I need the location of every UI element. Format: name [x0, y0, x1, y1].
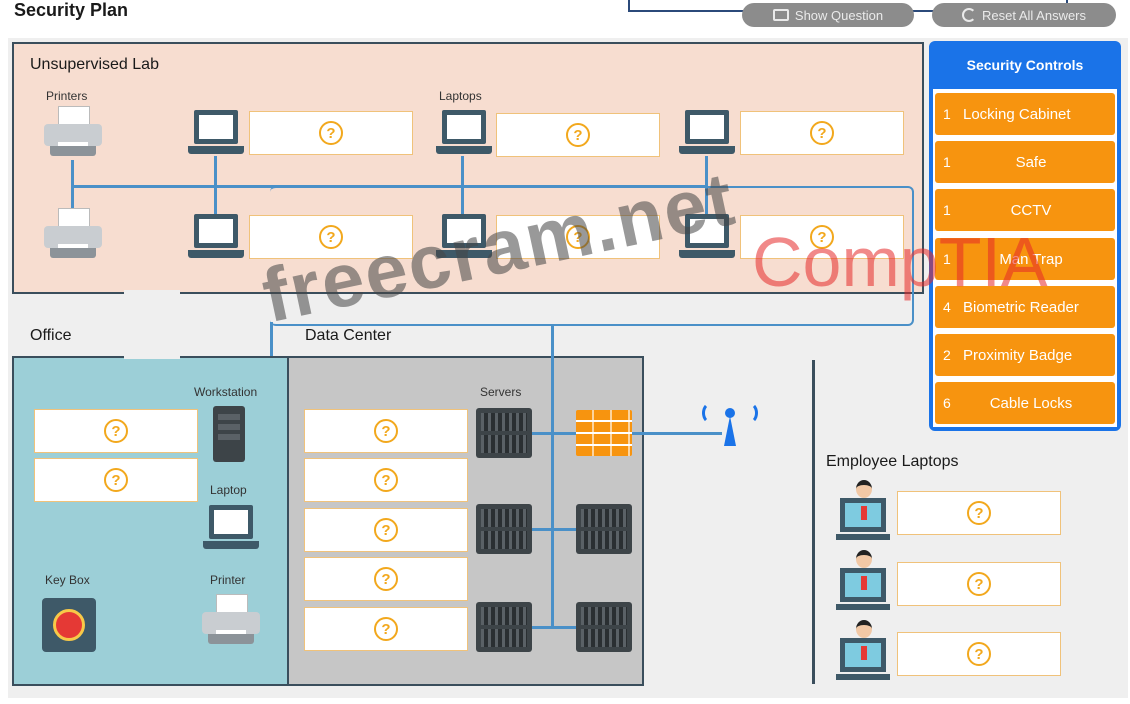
- key-box-label: Key Box: [45, 573, 90, 587]
- drop-slot-employee-3[interactable]: ?: [897, 632, 1061, 676]
- laptop-icon: [188, 110, 244, 158]
- drop-slot-office-2[interactable]: ?: [34, 458, 198, 502]
- doorway: [124, 290, 180, 296]
- drop-slot-employee-1[interactable]: ?: [897, 491, 1061, 535]
- printer-icon: [44, 208, 102, 262]
- employee-icon: [836, 550, 890, 614]
- printer-label: Printer: [210, 573, 246, 587]
- drop-slot-lab-laptop-4[interactable]: ?: [249, 215, 413, 259]
- server-icon: [576, 504, 632, 554]
- page-title: Security Plan: [14, 0, 129, 20]
- drop-slot-datacenter-2[interactable]: ?: [304, 458, 468, 502]
- employee-icon: [836, 480, 890, 544]
- printers-label: Printers: [46, 89, 88, 103]
- laptop-label: Laptop: [210, 483, 247, 497]
- drop-slot-lab-laptop-5[interactable]: ?: [496, 215, 660, 259]
- workstation-label: Workstation: [194, 385, 258, 399]
- reset-answers-button[interactable]: Reset All Answers: [932, 3, 1116, 27]
- firewall-icon: [576, 410, 632, 456]
- drop-slot-lab-laptop-3[interactable]: ?: [740, 111, 904, 155]
- doorway: [124, 353, 180, 359]
- server-icon: [476, 602, 532, 652]
- server-icon: [476, 504, 532, 554]
- drop-slot-datacenter-3[interactable]: ?: [304, 508, 468, 552]
- printer-icon: [202, 594, 260, 648]
- list-icon: [772, 9, 789, 21]
- laptop-icon: [436, 214, 492, 262]
- employee-icon: [836, 620, 890, 684]
- drop-slot-datacenter-1[interactable]: ?: [304, 409, 468, 453]
- laptops-label: Laptops: [439, 89, 482, 103]
- drop-slot-datacenter-5[interactable]: ?: [304, 607, 468, 651]
- room-label-lab: Unsupervised Lab: [30, 56, 159, 73]
- laptop-icon: [679, 110, 735, 158]
- drop-slot-lab-laptop-1[interactable]: ?: [249, 111, 413, 155]
- wall: [812, 360, 815, 684]
- drop-slot-office-1[interactable]: ?: [34, 409, 198, 453]
- printer-icon: [44, 106, 102, 160]
- drop-slot-employee-2[interactable]: ?: [897, 562, 1061, 606]
- laptop-icon: [436, 110, 492, 158]
- room-label-datacenter: Data Center: [305, 327, 392, 344]
- drop-slot-datacenter-4[interactable]: ?: [304, 557, 468, 601]
- drop-slot-lab-laptop-2[interactable]: ?: [496, 113, 660, 157]
- room-label-office: Office: [30, 327, 72, 344]
- reset-icon: [961, 8, 976, 22]
- workstation-icon: [213, 406, 245, 462]
- server-icon: [576, 602, 632, 652]
- servers-label: Servers: [480, 385, 522, 399]
- laptop-icon: [203, 505, 259, 553]
- employee-laptops-label: Employee Laptops: [826, 453, 959, 470]
- security-controls-title: Security Controls: [966, 57, 1084, 73]
- key-box-icon: [42, 598, 96, 652]
- show-question-button[interactable]: Show Question: [742, 3, 914, 27]
- laptop-icon: [188, 214, 244, 262]
- wireless-access-point-icon: [702, 402, 758, 450]
- drop-slot-lab-laptop-6[interactable]: ?: [740, 215, 904, 259]
- server-icon: [476, 408, 532, 458]
- laptop-icon: [679, 214, 735, 262]
